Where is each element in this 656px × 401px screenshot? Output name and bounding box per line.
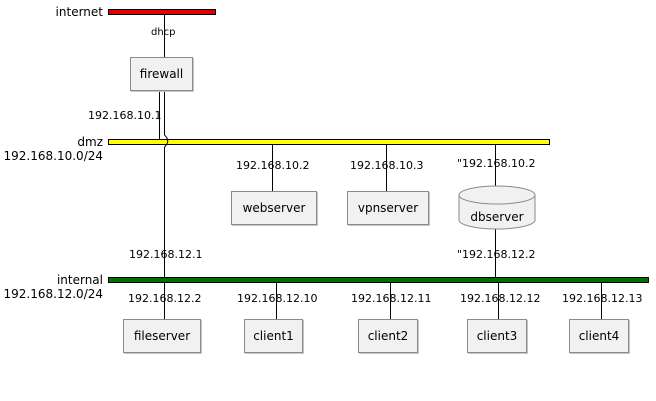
firewall-internet-link bbox=[164, 14, 165, 58]
dbserver-dmz-address: "192.168.10.2 bbox=[457, 157, 536, 170]
database-icon bbox=[458, 185, 536, 230]
webserver-node[interactable]: webserver bbox=[231, 191, 317, 225]
webserver-dmz-link bbox=[272, 145, 273, 192]
dbserver-dmz-link bbox=[495, 145, 496, 188]
fileserver-address: 192.168.12.2 bbox=[128, 292, 202, 305]
firewall-internal-address: 192.168.12.1 bbox=[129, 248, 203, 261]
vpnserver-node[interactable]: vpnserver bbox=[347, 191, 429, 225]
client4-internal-link bbox=[601, 283, 602, 320]
client2-node[interactable]: client2 bbox=[358, 319, 418, 353]
dmz-network-address: 192.168.10.0/24 bbox=[3, 149, 103, 163]
vpnserver-dmz-link bbox=[386, 145, 387, 192]
internet-bus bbox=[108, 9, 216, 15]
firewall-node[interactable]: firewall bbox=[130, 57, 193, 91]
client3-internal-link bbox=[498, 283, 499, 320]
client2-internal-link bbox=[390, 283, 391, 320]
client4-address: 192.168.12.13 bbox=[562, 292, 643, 305]
client3-node[interactable]: client3 bbox=[467, 319, 527, 353]
internal-network-name: internal bbox=[56, 273, 103, 287]
internet-network-name: internet bbox=[55, 5, 103, 19]
dbserver-internal-address: "192.168.12.2 bbox=[457, 248, 536, 261]
client2-address: 192.168.12.11 bbox=[351, 292, 432, 305]
firewall-internal-link-jump bbox=[164, 134, 169, 148]
dbserver-label: dbserver bbox=[470, 210, 524, 224]
dbserver-internal-link bbox=[495, 228, 496, 277]
webserver-address: 192.168.10.2 bbox=[236, 159, 310, 172]
client1-address: 192.168.12.10 bbox=[237, 292, 318, 305]
dmz-network-name: dmz bbox=[77, 135, 103, 149]
client4-node[interactable]: client4 bbox=[569, 319, 629, 353]
firewall-internal-link bbox=[164, 91, 165, 135]
client1-node[interactable]: client1 bbox=[244, 319, 303, 353]
firewall-internet-address: dhcp bbox=[151, 27, 176, 38]
firewall-dmz-address: 192.168.10.1 bbox=[88, 109, 162, 122]
firewall-internal-link-lower bbox=[164, 147, 165, 277]
dmz-bus bbox=[108, 139, 550, 145]
vpnserver-address: 192.168.10.3 bbox=[350, 159, 424, 172]
fileserver-internal-link bbox=[164, 283, 165, 320]
internal-bus bbox=[108, 277, 649, 283]
dbserver-node[interactable]: dbserver bbox=[458, 185, 536, 231]
firewall-dmz-link bbox=[159, 91, 160, 140]
client3-address: 192.168.12.12 bbox=[460, 292, 541, 305]
client1-internal-link bbox=[276, 283, 277, 320]
internal-network-address: 192.168.12.0/24 bbox=[3, 287, 103, 301]
fileserver-node[interactable]: fileserver bbox=[123, 319, 201, 353]
